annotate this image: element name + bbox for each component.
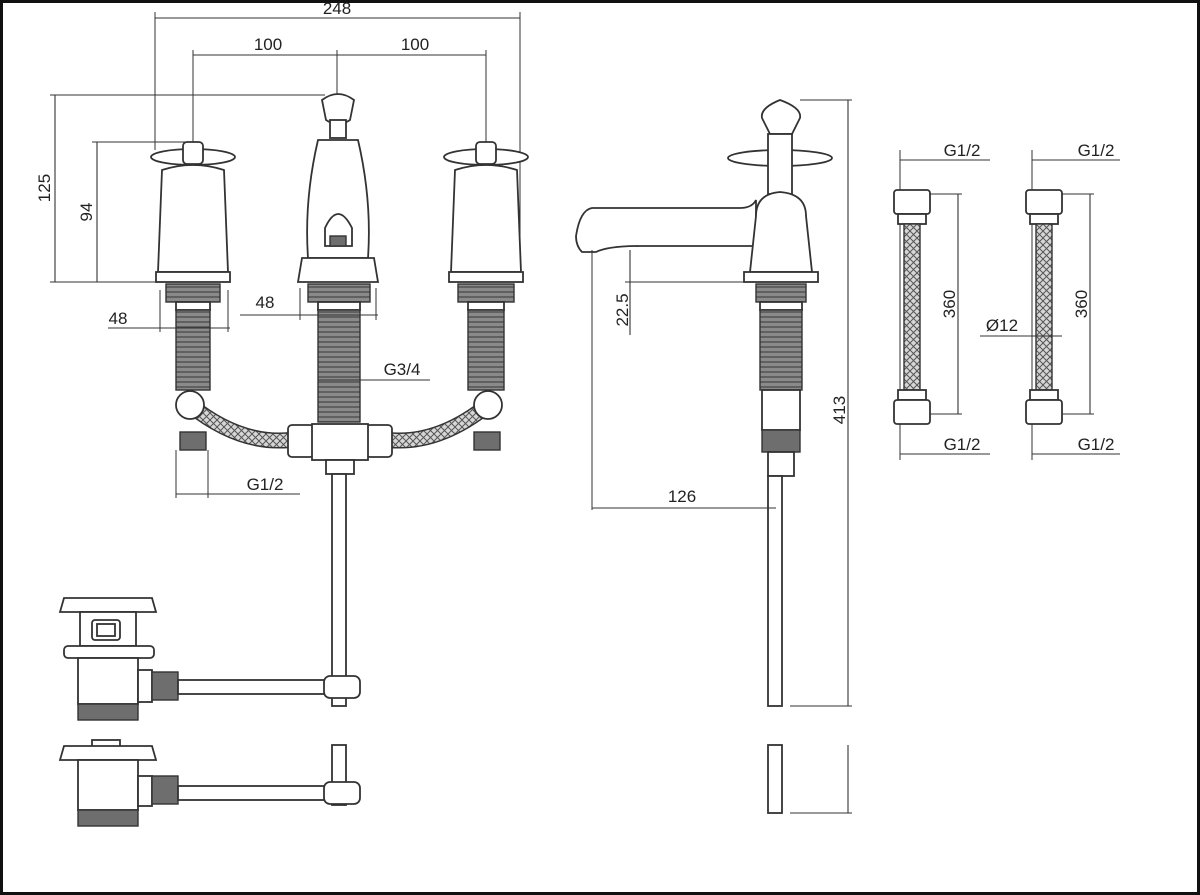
- side-handle-stem: [767, 133, 793, 195]
- pop-up-waste-upper: [58, 597, 361, 721]
- left-nut: [165, 283, 221, 303]
- side-view: 22.5 126 413: [575, 99, 852, 814]
- center-lever-handle: [296, 93, 380, 283]
- right-threaded-shank: [467, 309, 505, 391]
- dim-shank-left: 48: [109, 309, 128, 328]
- t-junction-body: [311, 423, 369, 461]
- dim-center-right: 100: [401, 35, 429, 54]
- center-washer: [317, 301, 361, 311]
- side-handle-cap: [760, 99, 802, 135]
- hose1-bottom-thread: G1/2: [944, 435, 981, 454]
- side-spout: [575, 199, 757, 253]
- side-rod: [767, 475, 783, 707]
- pop-up-rod: [331, 473, 347, 707]
- flex-hose-1: G1/2 360 G1/2: [893, 141, 990, 460]
- left-hose-loop: [175, 390, 205, 420]
- dim-center-left: 100: [254, 35, 282, 54]
- hose1-top-thread: G1/2: [944, 141, 981, 160]
- left-coupling: [287, 424, 315, 458]
- side-threaded-shank: [759, 309, 803, 391]
- dim-total-length: 413: [830, 396, 849, 424]
- pop-up-waste-lower: [58, 739, 361, 827]
- dim-center-thread: G3/4: [384, 360, 421, 379]
- center-threaded-shank: [317, 309, 361, 423]
- left-inlet: [179, 431, 207, 451]
- dim-inlet-thread: G1/2: [247, 475, 284, 494]
- right-hose-loop: [473, 390, 503, 420]
- dim-spout-height: 22.5: [613, 293, 632, 326]
- dim-spout-reach: 126: [668, 487, 696, 506]
- dim-height-handle: 94: [77, 203, 96, 222]
- side-body: [748, 191, 814, 273]
- left-cross-handle: [150, 141, 236, 283]
- t-junction-outlet: [325, 459, 355, 475]
- right-washer: [467, 301, 505, 311]
- right-coupling: [365, 424, 393, 458]
- right-cross-handle: [443, 141, 529, 283]
- side-inlet: [761, 429, 801, 453]
- right-inlet: [473, 431, 501, 451]
- dim-height-total: 125: [35, 174, 54, 202]
- hose2-bottom-thread: G1/2: [1078, 435, 1115, 454]
- side-nut: [755, 283, 807, 303]
- hose2-top-thread: G1/2: [1078, 141, 1115, 160]
- side-rod-lower: [767, 744, 783, 814]
- hose-diameter: Ø12: [986, 316, 1018, 335]
- front-view: 248 100 100 125 94: [35, 0, 529, 806]
- hose1-length: 360: [940, 290, 959, 318]
- right-nut: [457, 283, 515, 303]
- left-threaded-shank: [175, 309, 211, 391]
- side-base: [743, 271, 819, 283]
- left-washer: [175, 301, 211, 311]
- center-nut: [307, 283, 371, 303]
- flex-hose-2: G1/2 360 Ø12 G1/2: [980, 141, 1120, 460]
- dim-shank-center: 48: [256, 293, 275, 312]
- hose2-length: 360: [1072, 290, 1091, 318]
- dim-overall-width: 248: [323, 0, 351, 18]
